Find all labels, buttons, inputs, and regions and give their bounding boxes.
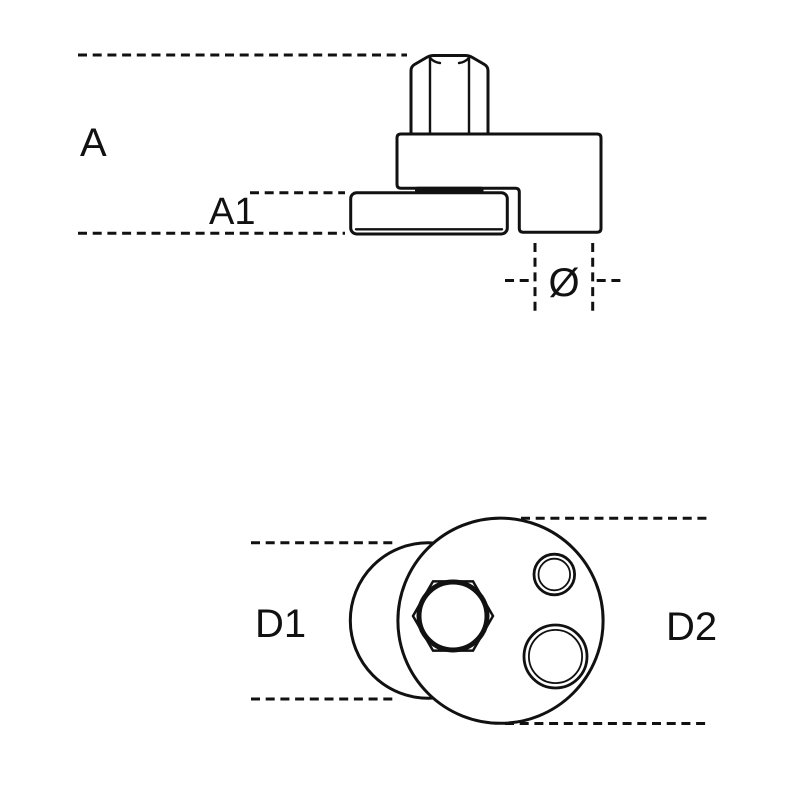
side-view-group: A A1 Ø: [78, 53, 622, 313]
body-circle-d2: [396, 516, 605, 725]
label-dimension-a1: A1: [209, 191, 255, 233]
label-dimension-d2: D2: [666, 605, 717, 649]
hex-bolt-chamfer-arc-left: [428, 56, 442, 65]
label-dimension-diameter: Ø: [548, 261, 579, 305]
medium-hole-inner-ring: [528, 629, 584, 685]
clamp-body: [395, 132, 603, 234]
label-dimension-d1: D1: [255, 602, 306, 646]
plan-view-group: D1 D2: [251, 516, 717, 725]
small-hole-outer-ring: [532, 552, 576, 597]
hex-socket-bore: [416, 579, 490, 653]
hex-bolt-head: [409, 54, 490, 136]
flange-base: [349, 191, 509, 236]
hex-bolt-chamfer-arc-right: [457, 56, 471, 65]
medium-hole-outer-ring: [522, 623, 589, 690]
small-hole-inner-ring: [537, 557, 572, 592]
label-dimension-a: A: [80, 121, 107, 165]
hex-socket-outline: [411, 580, 495, 652]
